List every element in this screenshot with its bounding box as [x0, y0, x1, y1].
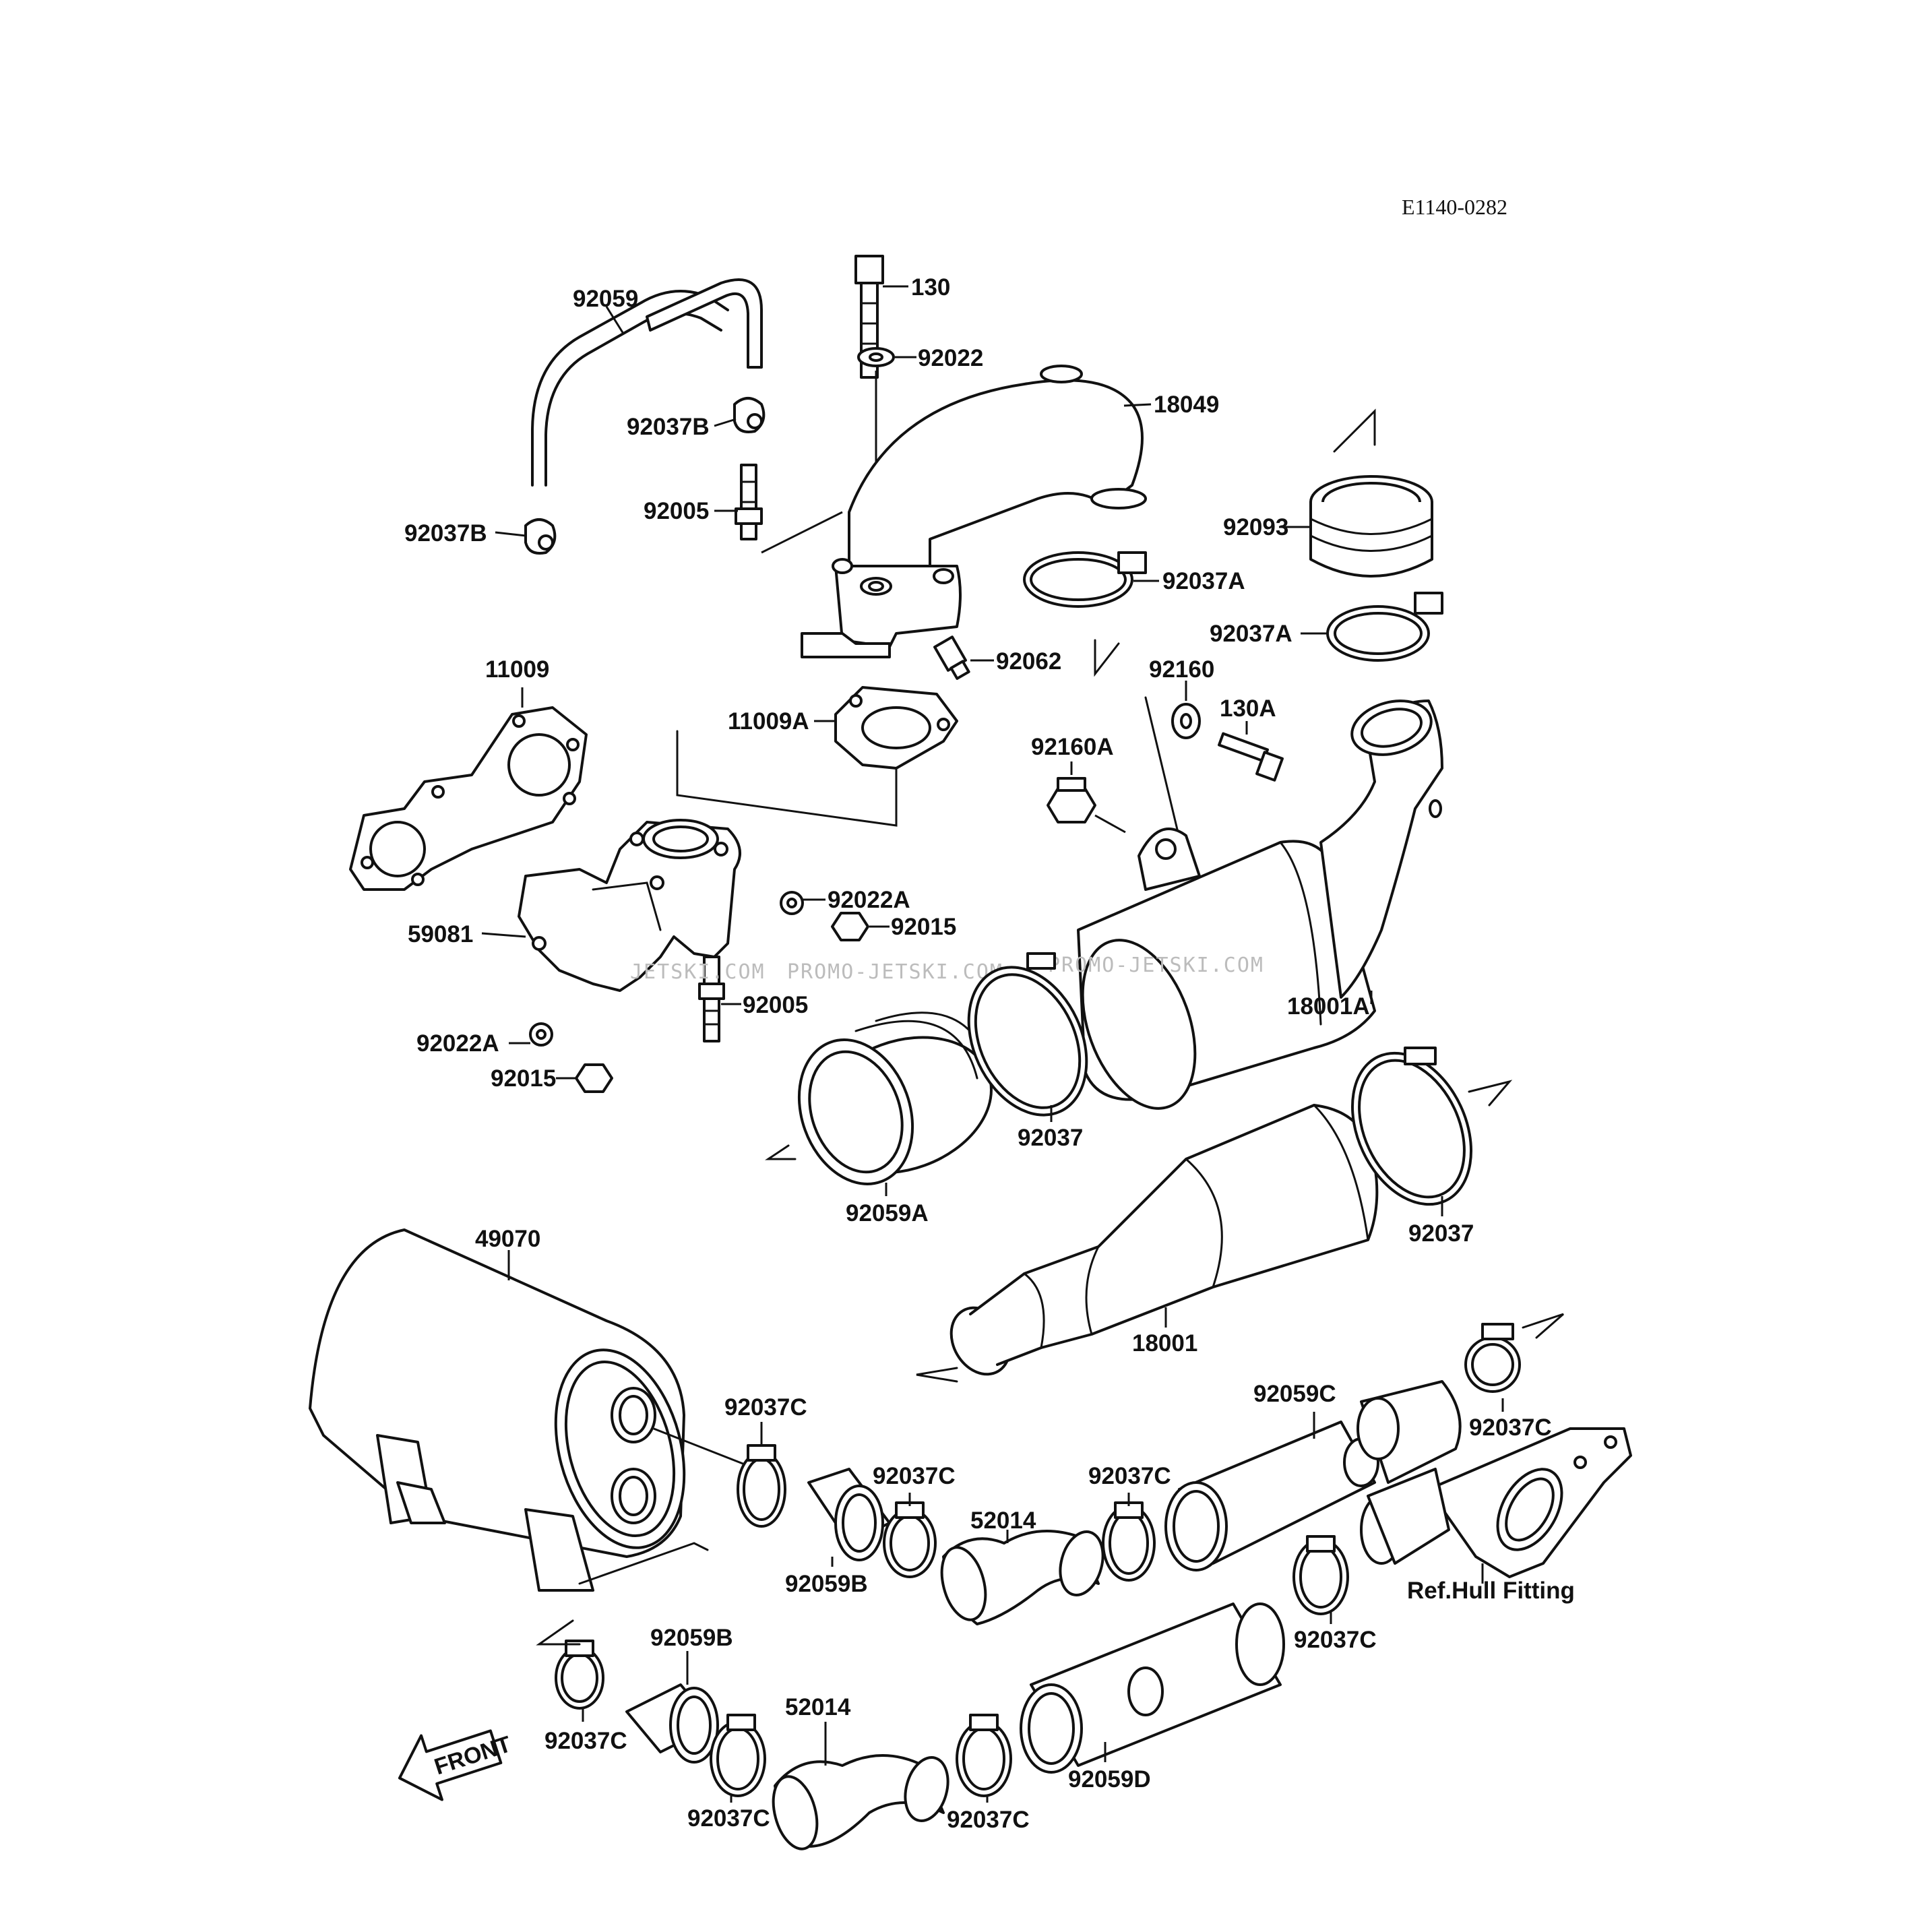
manifold-59081 [518, 819, 741, 992]
label-92037C-7: 92037C [687, 1805, 770, 1832]
coupler-92059A [797, 1011, 993, 1185]
nut-92160A [1047, 777, 1096, 823]
label-130: 130 [911, 274, 950, 301]
muffler-18001A [1077, 699, 1443, 1110]
watermark-1: PROMO-JETSKI.COM [787, 960, 1003, 984]
label-92059D: 92059D [1068, 1766, 1151, 1793]
label-92059C: 92059C [1253, 1381, 1336, 1407]
clip-92037B-lower [524, 518, 557, 555]
label-92037C-2: 92037C [873, 1463, 956, 1489]
label-52014-a: 52014 [970, 1507, 1036, 1534]
label-92160: 92160 [1149, 656, 1214, 683]
elbow-52014-a [940, 1530, 1104, 1625]
label-92059B-b: 92059B [650, 1625, 733, 1651]
diagram-code: E1140-0282 [1402, 195, 1507, 219]
label-92037B-upper: 92037B [627, 414, 710, 440]
label-11009: 11009 [485, 656, 549, 683]
label-92037C-8: 92037C [947, 1807, 1030, 1833]
clip-92037B-upper [733, 397, 766, 433]
hose-92059D [1020, 1602, 1285, 1774]
hull-fitting [1360, 1427, 1632, 1578]
label-92037C-5: 92037C [1294, 1627, 1377, 1653]
hose-92059C [1164, 1380, 1462, 1571]
label-92093: 92093 [1223, 514, 1288, 540]
label-92037A-lower: 92037A [1210, 621, 1292, 647]
clamp-92037-a [967, 952, 1088, 1117]
label-11009A: 11009A [728, 708, 809, 735]
clamp-92037-b [1351, 1047, 1472, 1206]
elbow-18049 [801, 365, 1147, 658]
clamp-92037A-lower [1326, 592, 1443, 662]
label-92037A-upper: 92037A [1162, 568, 1245, 594]
clamp-92037C-4 [1464, 1323, 1521, 1393]
label-92037-b: 92037 [1408, 1220, 1474, 1247]
label-92005-upper: 92005 [644, 498, 709, 524]
clamp-92037C-2 [883, 1501, 937, 1578]
label-18049: 18049 [1154, 392, 1219, 418]
label-92037C-3: 92037C [1088, 1463, 1171, 1489]
label-18001: 18001 [1132, 1330, 1197, 1357]
label-92160A: 92160A [1031, 734, 1114, 760]
ref-hull-fitting-label: Ref.Hull Fitting [1407, 1578, 1575, 1604]
label-92037C-6: 92037C [544, 1728, 627, 1754]
label-49070: 49070 [475, 1226, 540, 1252]
label-52014-b: 52014 [785, 1694, 851, 1720]
hose-92059B-a [807, 1468, 891, 1561]
nut-92015-upper [831, 912, 869, 941]
clamp-92037C-7 [710, 1714, 766, 1797]
label-92059: 92059 [573, 286, 638, 312]
front-arrow-icon: FRONT [398, 1729, 514, 1801]
clamp-92037A-upper [1023, 551, 1147, 608]
watermark-2: PROMO-JETSKI.COM [1048, 954, 1264, 977]
label-92062: 92062 [996, 648, 1061, 675]
nut-92015-lower [575, 1063, 613, 1093]
hose-92059B-b [625, 1683, 719, 1764]
label-92015-upper: 92015 [891, 914, 956, 940]
label-92037C-4: 92037C [1469, 1414, 1552, 1441]
label-92022: 92022 [918, 345, 983, 371]
bolt-130A [1218, 732, 1284, 782]
label-92037C-1: 92037C [724, 1394, 807, 1421]
label-92059B-a: 92059B [785, 1571, 868, 1597]
label-59081: 59081 [408, 921, 473, 947]
clamp-92037C-1 [737, 1444, 786, 1528]
label-18001A: 18001A [1287, 993, 1370, 1020]
label-92015-lower: 92015 [491, 1065, 556, 1092]
label-92037-a: 92037 [1018, 1125, 1083, 1151]
gasket-11009 [349, 706, 588, 891]
clamp-92037C-5 [1292, 1535, 1349, 1615]
clamp-92037C-3 [1102, 1501, 1156, 1582]
elbow-52014-b [772, 1754, 949, 1850]
fitting-92062 [933, 635, 970, 680]
label-92005-lower: 92005 [743, 992, 808, 1018]
coupler-92093 [1309, 475, 1433, 578]
gasket-11009A [834, 686, 958, 770]
label-92022A-lower: 92022A [416, 1030, 499, 1057]
label-130A: 130A [1220, 695, 1276, 722]
label-92059A: 92059A [846, 1200, 929, 1226]
muffler-49070 [309, 1228, 686, 1592]
hose-92059 [531, 278, 763, 487]
label-92022A-upper: 92022A [828, 887, 910, 913]
fitting-92005-upper [735, 464, 763, 540]
label-92037B-lower: 92037B [404, 520, 487, 547]
fitting-92005-lower [698, 956, 725, 1042]
clamp-92037C-6 [555, 1640, 604, 1710]
watermark-partial: JETSKI.COM [630, 960, 766, 984]
clamp-92037C-8 [956, 1714, 1012, 1797]
